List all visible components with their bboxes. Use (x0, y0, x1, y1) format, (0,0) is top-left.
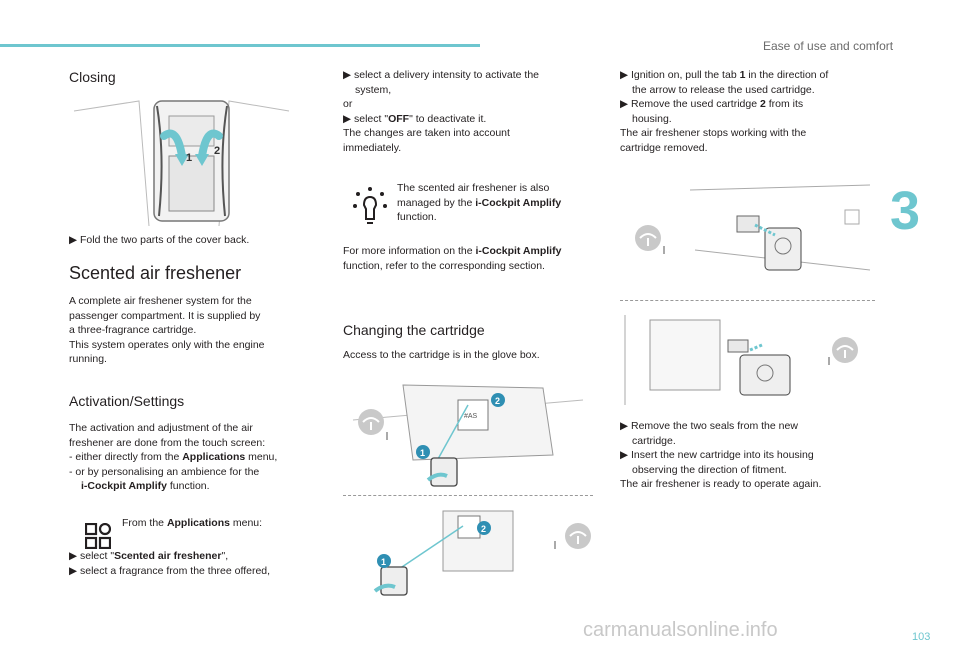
applications-grid-icon (85, 523, 111, 549)
callout-2: 2 (495, 396, 500, 406)
more-info-text: For more information on the i-Cockpit Am… (343, 245, 562, 272)
closing-label-1: 1 (186, 152, 192, 164)
i-cockpit-amplify-icon (352, 185, 388, 227)
callout-1: 1 (420, 448, 425, 458)
glovebox-illustration-1: #AS 2 1 (343, 380, 598, 492)
amplify-note: The scented air freshener is also manage… (397, 182, 562, 223)
callout-1b: 1 (381, 557, 386, 567)
chapter-number: 3 (890, 181, 921, 241)
intensity-steps: ▶ select a delivery intensity to activat… (343, 69, 540, 154)
section-title: Ease of use and comfort (763, 39, 894, 53)
closing-illustration: 1 2 (69, 96, 294, 226)
changing-heading: Changing the cartridge (343, 322, 485, 338)
select-steps: ▶ select "Scented air freshener", ▶ sele… (69, 550, 271, 577)
cartridge-insert-illustration (620, 305, 875, 410)
closing-label-2: 2 (214, 145, 220, 157)
activation-text: The activation and adjustment of the air… (69, 422, 278, 492)
scented-heading: Scented air freshener (69, 263, 242, 283)
activation-heading: Activation/Settings (69, 393, 185, 409)
applications-menu-text: From the Applications menu: (122, 517, 263, 529)
removal-steps: ▶ Ignition on, pull the tab 1 in the dir… (620, 69, 829, 154)
header-accent-bar (0, 44, 480, 47)
access-text: Access to the cartridge is in the glove … (343, 349, 540, 361)
cartridge-removal-illustration (620, 180, 875, 298)
insert-steps: ▶ Remove the two seals from the new cart… (620, 420, 822, 490)
divider-right (620, 300, 875, 301)
svg-text:#AS: #AS (464, 413, 478, 420)
scented-intro: A complete air freshener system for the … (69, 295, 265, 365)
divider (343, 495, 593, 496)
callout-2b: 2 (481, 524, 486, 534)
watermark: carmanualsonline.info (583, 619, 778, 641)
closing-heading: Closing (69, 69, 116, 85)
glovebox-illustration-2: 2 1 (343, 501, 598, 607)
page-number: 103 (912, 631, 931, 643)
closing-step: ▶ Fold the two parts of the cover back. (69, 234, 250, 246)
